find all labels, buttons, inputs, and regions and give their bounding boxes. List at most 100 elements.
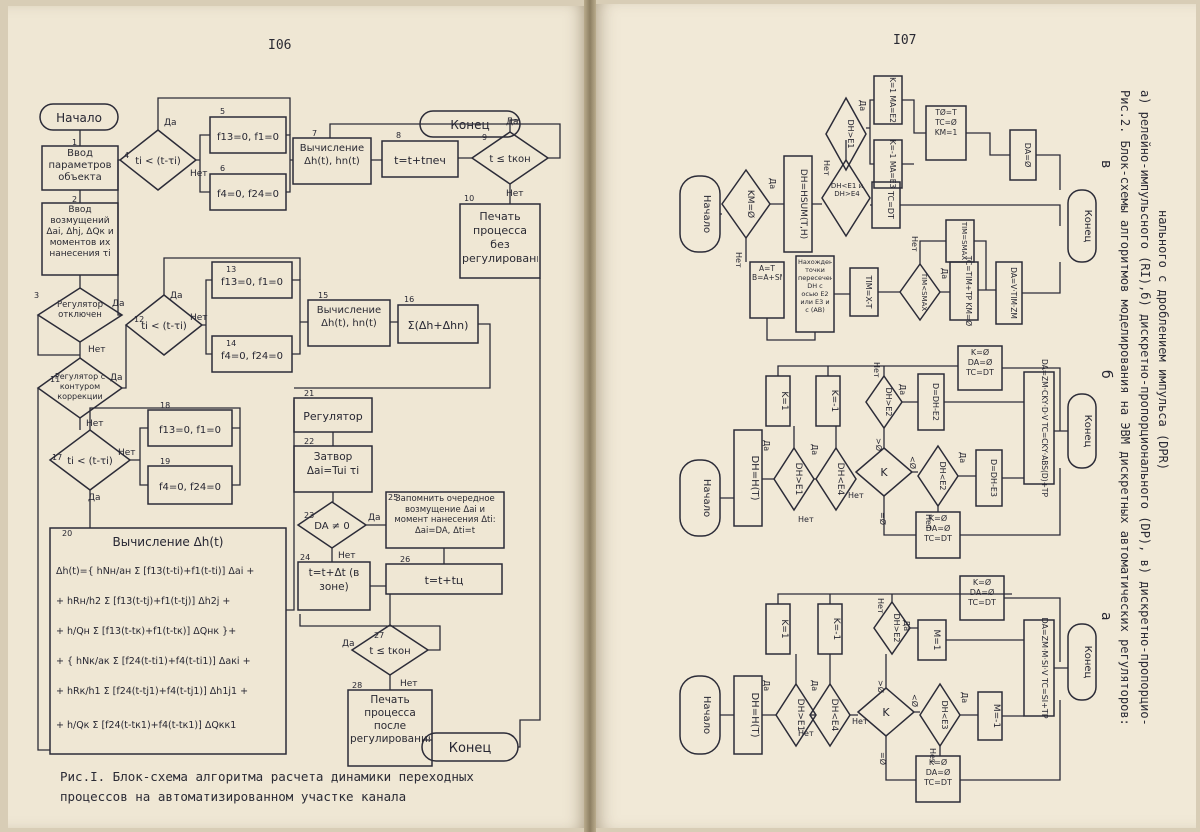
v-dh-label: DH=HSUM(T,H) xyxy=(798,169,808,239)
a-c3-label: DH>E2 xyxy=(892,613,901,642)
num-12: 12 xyxy=(134,315,144,324)
a-mm1-label: M=-1 xyxy=(991,704,1001,728)
block-7-text: Вычисление Δh(t), hn(t) xyxy=(299,143,365,167)
yes-9: Да xyxy=(506,117,519,127)
no-11: Нет xyxy=(86,419,104,429)
num-24: 24 xyxy=(300,553,310,562)
b-c3 xyxy=(865,374,903,430)
block-numbers: 1 2 3 4 5 6 7 8 9 10 11 12 13 14 15 16 1… xyxy=(34,107,487,690)
yes-17: Да xyxy=(88,493,101,503)
b-no-4: Нет xyxy=(924,514,933,530)
v-km-label: KM=Ø xyxy=(745,190,756,218)
decision-3-text: Регулятор отключен xyxy=(57,300,103,320)
num-15: 15 xyxy=(318,291,328,300)
v-no-1: Нет xyxy=(734,252,743,268)
decision-12 xyxy=(124,294,204,356)
block-8 xyxy=(381,140,459,178)
yes-11: Да xyxy=(110,373,123,383)
a-gt0: >Ø xyxy=(876,680,886,693)
b-res2-label: K=Ø DA=Ø TC=DT xyxy=(924,514,952,543)
v-km1-label: K=-1 MA=E3 xyxy=(888,140,897,189)
block-8-text: t=t+tпеч xyxy=(394,154,446,167)
decision-27-text: t ≤ tкон xyxy=(369,646,410,657)
v-cmp xyxy=(821,158,871,238)
formula-line-2: + hRн/h2 Σ [f13(t-tj)+f1(t-tj)] Δh2j + xyxy=(56,596,230,607)
b-res1-label: K=Ø DA=Ø TC=DT xyxy=(966,348,994,377)
v-cmp-label: DH<E1 и DH>E4 xyxy=(830,182,864,198)
block-20-title: Вычисление Δh(t) xyxy=(113,535,224,549)
no-27: Нет xyxy=(400,679,418,689)
diagram-a: Начало DH=H(T) DH>E1 DH<E4 K=1 K=-1 K DH… xyxy=(679,575,1097,803)
num-10: 10 xyxy=(464,194,474,203)
v-e1-label: DH>E1 xyxy=(846,119,855,148)
num-2: 2 xyxy=(72,195,77,204)
b-yes-3: Да xyxy=(898,384,907,395)
v-csmax xyxy=(899,262,941,322)
v-end xyxy=(1067,189,1097,263)
b-km1-label: K=-1 xyxy=(829,390,839,412)
yes-12: Да xyxy=(170,291,183,301)
a-res2 xyxy=(915,755,961,803)
formula-line-5: + hRк/h1 Σ [f24(t-tj1)+f4(t-tj1)] Δh1j1 … xyxy=(56,686,248,697)
b-start xyxy=(679,459,721,537)
b-c4 xyxy=(917,444,959,508)
a-c1-label: DH>E1 xyxy=(795,699,805,732)
formula-line-3: + h/Qн Σ [f13(t-tк)+f1(t-tк)] ΔQнк }+ xyxy=(56,626,236,637)
num-27: 27 xyxy=(374,631,384,640)
label-v: в xyxy=(1098,160,1114,168)
a-no-1: Нет xyxy=(798,729,814,738)
num-14: 14 xyxy=(226,339,236,348)
v-cross-label: Нахождение точки пересечения DH с осью E… xyxy=(798,258,832,314)
a-start xyxy=(679,675,721,755)
b-yes-1: Да xyxy=(762,440,771,451)
start-label: Начало xyxy=(56,111,102,125)
b-lt0: <Ø xyxy=(908,456,918,469)
block-25 xyxy=(385,491,505,549)
v-yes-1: Да xyxy=(768,178,777,189)
a-c4 xyxy=(919,682,961,748)
num-4: 4 xyxy=(124,151,129,160)
block-2-text: Ввод возмущений Δai, Δhj, ΔQк и моментов… xyxy=(46,205,114,259)
a-c4-label: DH<E3 xyxy=(940,700,949,729)
num-26: 26 xyxy=(400,555,410,564)
yes-27: Да xyxy=(342,639,355,649)
v-tim-label: TIM=X-T xyxy=(864,275,873,309)
b-c2-label: DH<E4 xyxy=(835,463,845,496)
a-c2 xyxy=(809,682,851,748)
num-21: 21 xyxy=(304,389,314,398)
num-5: 5 xyxy=(220,107,225,116)
block-18-text: f13=0, f1=0 xyxy=(159,425,221,436)
no-3: Нет xyxy=(88,345,106,355)
v-k1-label: K=1 MA=E2 xyxy=(888,77,897,123)
num-22: 22 xyxy=(304,437,314,446)
left-page xyxy=(8,6,588,828)
block-7 xyxy=(292,137,372,185)
a-m1-label: M=1 xyxy=(931,629,941,650)
b-c2 xyxy=(815,446,857,512)
a-connectors xyxy=(720,593,1068,781)
right-page-number: I07 xyxy=(893,33,917,48)
b-start-label: Начало xyxy=(701,479,712,517)
no-12: Нет xyxy=(190,313,208,323)
decision-4 xyxy=(118,129,198,191)
b-no-2: Нет xyxy=(848,491,864,500)
b-gt0: >Ø xyxy=(874,438,884,451)
a-yes-2: Да xyxy=(810,680,819,691)
block-6-text: f4=0, f24=0 xyxy=(217,189,279,200)
v-branch-labels: Нет Да Нет Да Нет Да xyxy=(734,100,949,279)
block-24-text: t=t+Δt (в зоне) xyxy=(308,567,360,593)
a-end-label: Конец xyxy=(1082,646,1093,679)
b-c1-label: DH>E1 xyxy=(793,463,803,496)
b-connectors xyxy=(720,365,1068,536)
block-19-text: f4=0, f24=0 xyxy=(159,482,221,493)
decision-23-text: DA ≠ 0 xyxy=(314,521,349,532)
b-d2-label: D=DH-E3 xyxy=(989,459,998,497)
left-connectors xyxy=(37,97,561,751)
label-a: а xyxy=(1098,612,1114,621)
a-no-2: Нет xyxy=(852,717,868,726)
start-terminal xyxy=(39,103,119,131)
v-csmax-label: TIM<SMAX xyxy=(920,272,928,312)
num-23: 23 xyxy=(304,511,314,520)
a-lt0: <Ø xyxy=(910,694,920,707)
